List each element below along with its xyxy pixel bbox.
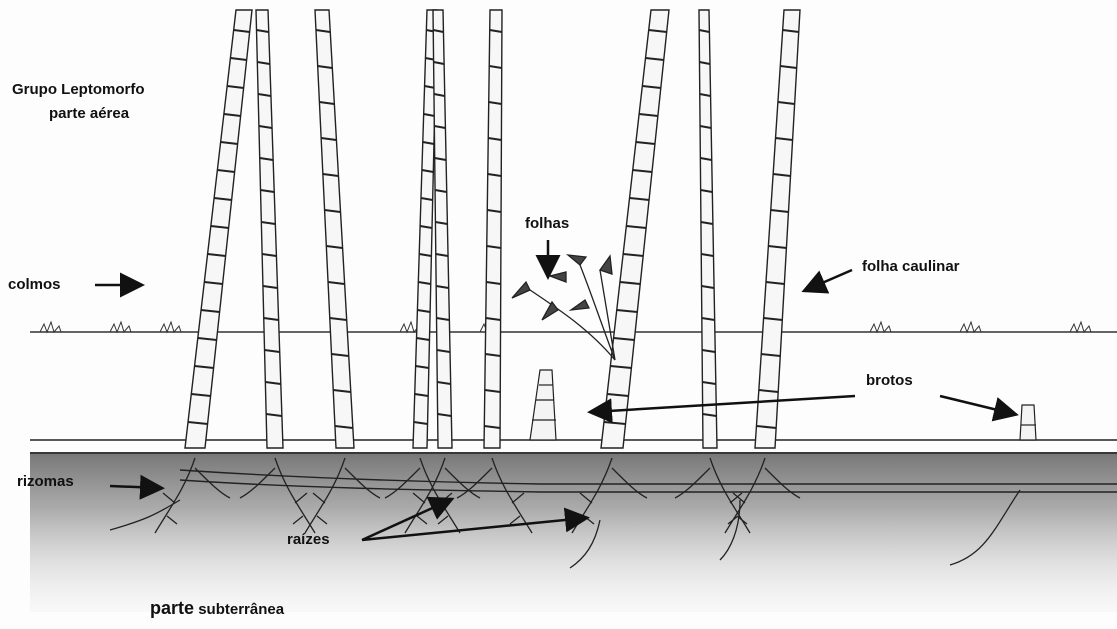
grass-tuft <box>960 322 981 332</box>
culm <box>185 10 252 448</box>
arrow-brotos-right <box>940 396 1014 414</box>
label-brotos: brotos <box>866 371 913 391</box>
arrow-folha-caulinar <box>806 270 852 290</box>
title-line-1: Grupo Leptomorfo <box>12 80 144 100</box>
culm <box>755 10 800 448</box>
grass-tufts <box>40 322 1091 332</box>
culm <box>315 10 354 448</box>
culm <box>699 10 717 448</box>
label-folhas: folhas <box>525 214 569 234</box>
leaf-clump <box>512 255 615 360</box>
arrow-brotos-left <box>592 396 855 412</box>
culm <box>433 10 452 448</box>
culm <box>601 10 669 448</box>
culm <box>484 10 502 448</box>
footer-part-2: subterrânea <box>198 601 284 618</box>
label-folha-caulinar: folha caulinar <box>862 257 960 277</box>
sprout-2 <box>1020 405 1036 440</box>
grass-tuft <box>110 322 131 332</box>
label-rizomas: rizomas <box>17 472 74 492</box>
label-raizes: raízes <box>287 530 330 550</box>
culm <box>256 10 283 448</box>
soil-layer <box>30 452 1117 612</box>
footer-label: parte subterrânea <box>150 598 284 620</box>
grass-tuft <box>40 322 61 332</box>
grass-tuft <box>870 322 891 332</box>
title-line-2: parte aérea <box>49 104 129 124</box>
culms-group <box>185 10 800 448</box>
sprout-1 <box>530 370 556 440</box>
label-colmos: colmos <box>8 275 61 295</box>
grass-tuft <box>1070 322 1091 332</box>
footer-part-1: parte <box>150 598 194 618</box>
grass-tuft <box>160 322 181 332</box>
